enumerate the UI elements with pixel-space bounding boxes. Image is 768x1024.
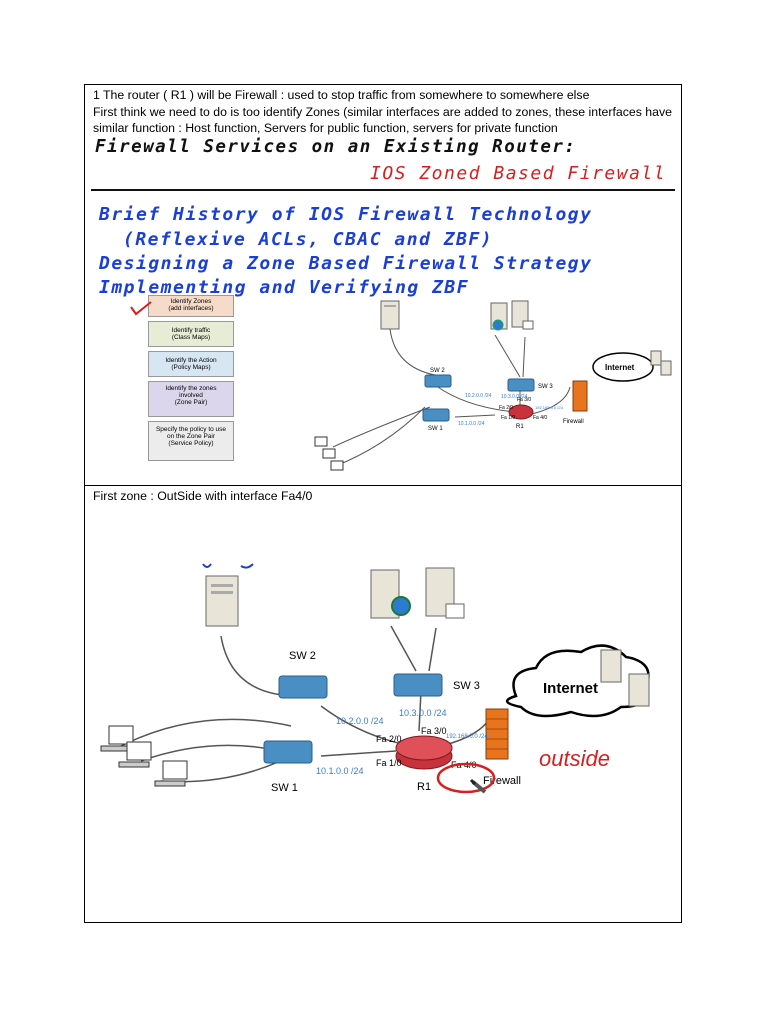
server-icon [380, 300, 400, 330]
step-identify-traffic: Identify traffic (Class Maps) [148, 321, 234, 347]
step-service-policy: Specify the policy to use on the Zone Pa… [148, 421, 234, 461]
topic-2: (Reflexive ACLs, CBAC and ZBF) [123, 229, 494, 250]
annotation-circle [436, 762, 496, 794]
fa20-label: Fa 2/0 [499, 405, 513, 411]
pencil-icon [469, 778, 487, 794]
internet-cloud-icon: Internet [506, 644, 650, 718]
network-diagram-large: SW 2 SW 3 SW 1 R1 Firewall Internet [100, 563, 650, 794]
handwriting-fragment [202, 563, 254, 569]
sw2-label: SW 2 [289, 650, 316, 662]
server-icon [600, 649, 622, 683]
fa30-label: Fa 3/0 [517, 397, 531, 403]
switch-icon: SW 2 [278, 650, 328, 699]
header-line-2: IOS Zoned Based Firewall [370, 163, 667, 184]
header-line-1: Firewall Services on an Existing Router: [95, 137, 577, 157]
slide-cell-2: First zone : OutSide with interface Fa4/… [84, 485, 682, 923]
slide-cell-1: 1 The router ( R1 ) will be Firewall : u… [84, 84, 682, 486]
net-sw3-label: 10.3.0.0 /24 [399, 708, 447, 718]
server-icon [628, 673, 650, 707]
header-rule [91, 189, 675, 191]
server-icon [650, 350, 662, 366]
firewall-icon: Firewall [563, 380, 588, 425]
step-identify-action: Identify the Action (Policy Maps) [148, 351, 234, 377]
pc-icon [330, 460, 344, 471]
switch-icon: SW 1 [422, 408, 450, 432]
step-identify-zone-pair: Identify the zones involved (Zone Pair) [148, 381, 234, 417]
firewall-label: Firewall [563, 419, 584, 425]
net-sw2-label: 10.2.0.0 /24 [465, 393, 492, 399]
checkmark-icon [130, 301, 152, 316]
network-links [332, 328, 571, 468]
sw1-label: SW 1 [428, 426, 443, 432]
net-outside-label: 192.168.0.0 /24 [446, 734, 488, 740]
step-identify-zones: Identify Zones (add interfaces) [148, 295, 234, 317]
topic-1: Brief History of IOS Firewall Technology [99, 204, 593, 225]
note-line-1: 1 The router ( R1 ) will be Firewall : u… [93, 88, 590, 102]
server-icon [370, 569, 411, 619]
server-icon [660, 360, 672, 376]
fa30-label: Fa 3/0 [421, 726, 447, 736]
pc-icon [154, 760, 188, 787]
note-line-2: First think we need to do is too identif… [93, 104, 672, 136]
network-diagram-small: SW 2 SW 3 SW 1 R1 Firewall Internet [314, 300, 672, 471]
topic-4: Implementing and Verifying ZBF [99, 277, 470, 298]
net-outside-label: 192.168.0.0 /24 [535, 405, 564, 410]
switch-icon: SW 1 [263, 740, 313, 794]
router-icon: R1 [508, 404, 534, 430]
slide1-notes: 1 The router ( R1 ) will be Firewall : u… [93, 87, 681, 137]
router-icon: R1 [395, 735, 453, 793]
sw3-label: SW 3 [538, 384, 553, 390]
outside-annotation: outside [539, 746, 610, 771]
fa10-label: Fa 1/0 [501, 415, 515, 421]
sw1-label: SW 1 [271, 782, 298, 794]
r1-label: R1 [417, 781, 431, 793]
topic-3: Designing a Zone Based Firewall Strategy [99, 253, 593, 274]
fa10-label: Fa 1/0 [376, 758, 402, 768]
slide2-note: First zone : OutSide with interface Fa4/… [93, 489, 313, 503]
net-sw1-label: 10.1.0.0 /24 [316, 766, 364, 776]
switch-icon: SW 3 [393, 673, 480, 697]
fa20-label: Fa 2/0 [376, 734, 402, 744]
net-sw1-label: 10.1.0.0 /24 [458, 421, 485, 427]
net-sw2-label: 10.2.0.0 /24 [336, 716, 384, 726]
server-icon [490, 302, 508, 331]
server-icon [425, 567, 465, 619]
pc-icon [314, 436, 328, 447]
server-icon [511, 300, 534, 330]
r1-label: R1 [516, 424, 524, 430]
server-icon [205, 575, 239, 627]
internet-label: Internet [605, 363, 635, 372]
net-sw3-label: 10.3.0.0 /24 [501, 394, 528, 400]
sw2-label: SW 2 [430, 368, 445, 374]
zbf-steps: Identify Zones (add interfaces) Identify… [148, 295, 234, 461]
switch-icon: SW 2 [424, 368, 452, 388]
internet-label: Internet [543, 680, 598, 697]
fa40-label: Fa 4/0 [533, 415, 547, 421]
pc-icon [322, 448, 336, 459]
firewall-icon: Firewall [483, 708, 521, 787]
pc-icon [118, 741, 152, 768]
sw3-label: SW 3 [453, 680, 480, 692]
internet-cloud-icon: Internet [592, 352, 654, 382]
switch-icon: SW 3 [507, 378, 553, 392]
